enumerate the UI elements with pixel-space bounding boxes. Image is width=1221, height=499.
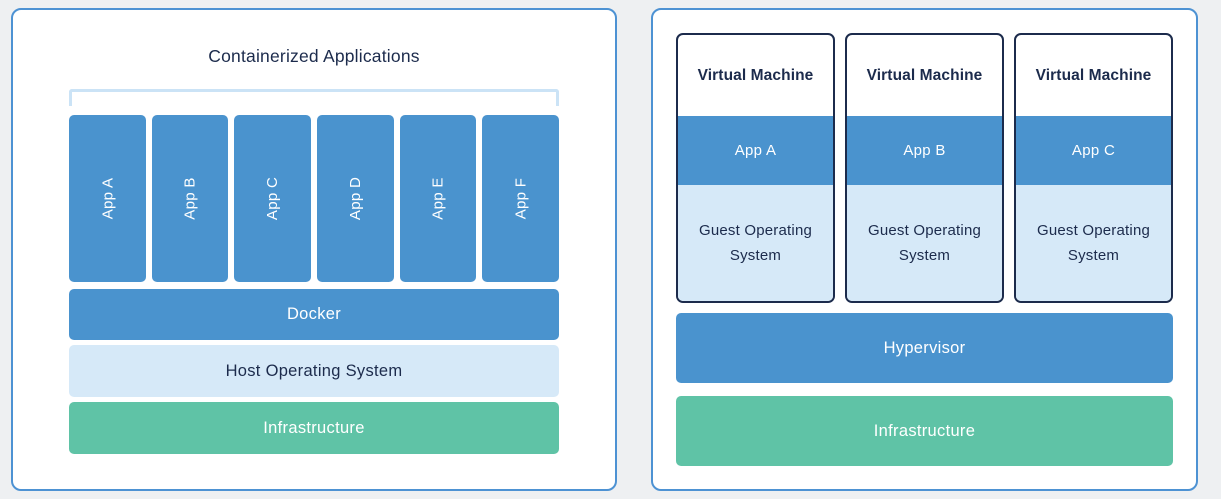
virtual-machines-panel: Virtual Machine App A Guest Operating Sy… (651, 8, 1198, 491)
app-column-label: App A (98, 177, 116, 220)
hypervisor-layer: Hypervisor (676, 313, 1173, 383)
apps-row: App A App B App C App D App E App F (69, 115, 560, 282)
guest-os-section: Guest Operating System (847, 185, 1002, 301)
hypervisor-layer-label: Hypervisor (883, 338, 966, 357)
guest-os-section: Guest Operating System (678, 185, 833, 301)
vm-title: Virtual Machine (866, 66, 983, 84)
host-os-layer: Host Operating System (69, 345, 559, 397)
app-column-label: App D (346, 176, 364, 221)
vm-card-3: Virtual Machine App C Guest Operating Sy… (1014, 33, 1173, 303)
guest-os-section: Guest Operating System (1016, 185, 1171, 301)
vm-card-2: Virtual Machine App B Guest Operating Sy… (845, 33, 1004, 303)
vm-app-section: App A (678, 116, 833, 185)
app-column-c: App C (234, 115, 312, 282)
docker-layer-label: Docker (286, 305, 342, 323)
infrastructure-layer-left: Infrastructure (69, 402, 559, 454)
app-column-label: App C (264, 176, 282, 221)
infrastructure-layer-right: Infrastructure (676, 396, 1173, 466)
app-column-b: App B (151, 115, 229, 282)
app-column-a: App A (69, 115, 146, 282)
containers-panel: Containerized Applications App A App B A… (11, 8, 617, 491)
vm-app-section: App C (1016, 116, 1171, 185)
apps-group-bracket (69, 89, 559, 106)
docker-layer: Docker (69, 289, 559, 340)
vm-app-section: App B (847, 116, 1002, 185)
app-column-e: App E (399, 115, 477, 282)
app-column-label: App E (429, 177, 447, 220)
vm-title: Virtual Machine (697, 66, 814, 84)
app-column-d: App D (317, 115, 394, 282)
infrastructure-layer-label: Infrastructure (263, 418, 365, 437)
app-column-f: App F (482, 115, 560, 282)
host-os-layer-label: Host Operating System (225, 361, 403, 380)
vm-title: Virtual Machine (1035, 66, 1152, 84)
vm-row: Virtual Machine App A Guest Operating Sy… (676, 33, 1173, 303)
app-column-label: App B (181, 177, 199, 220)
containers-panel-title: Containerized Applications (208, 46, 420, 66)
infrastructure-layer-label: Infrastructure (873, 421, 976, 440)
app-column-label: App F (512, 177, 530, 220)
vm-card-1: Virtual Machine App A Guest Operating Sy… (676, 33, 835, 303)
